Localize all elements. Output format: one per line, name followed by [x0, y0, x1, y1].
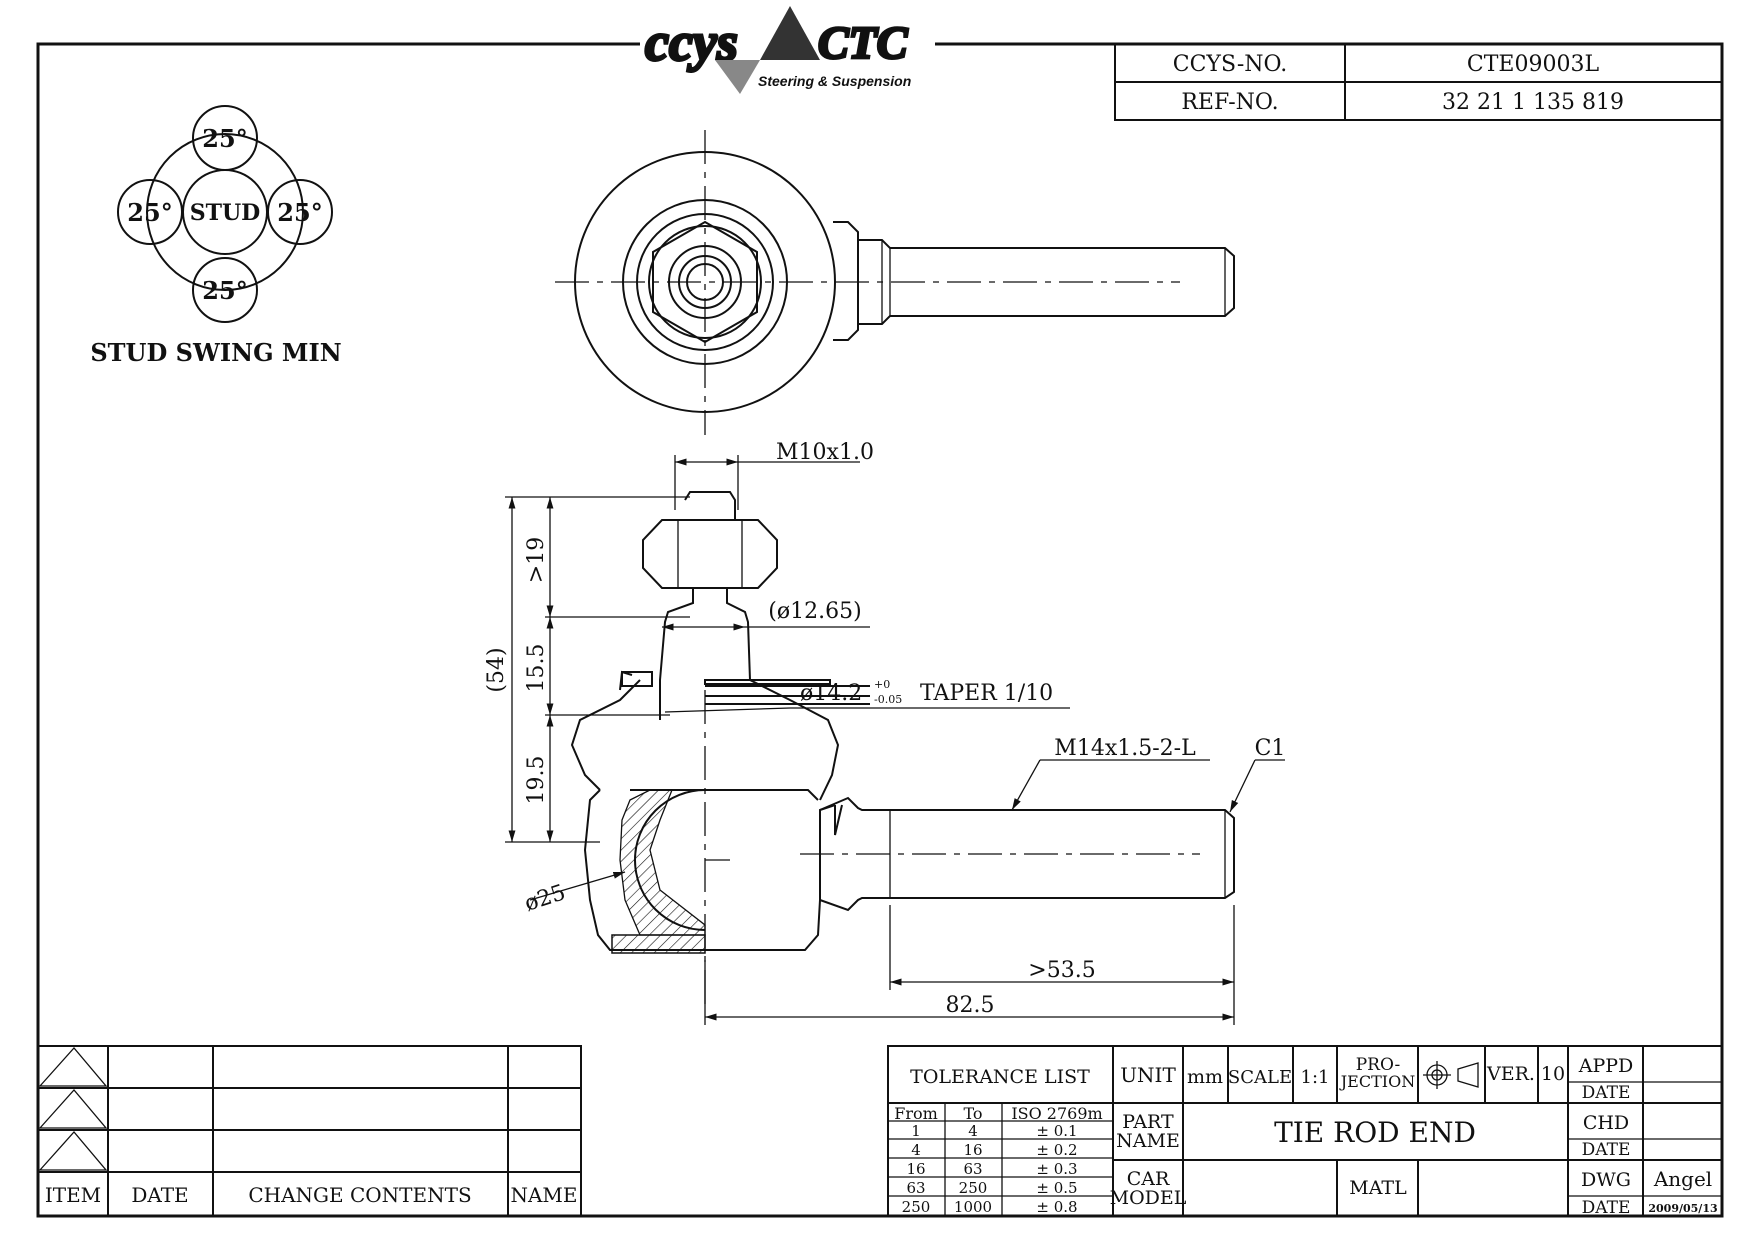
tol-cell: ± 0.5: [1036, 1179, 1077, 1197]
tol-cell: 1: [911, 1122, 921, 1140]
car-model-label-1: CAR: [1127, 1168, 1170, 1190]
appd-date-label: DATE: [1582, 1083, 1631, 1103]
revision-triangle-icon: [38, 1047, 108, 1087]
projection-symbol-icon: [1423, 1061, 1479, 1089]
swing-top: 25°: [202, 124, 247, 153]
dim-53-5: >53.5: [1028, 958, 1095, 983]
tol-cell: 250: [902, 1198, 931, 1216]
col-name: NAME: [510, 1183, 577, 1207]
col-date: DATE: [131, 1183, 188, 1207]
dim-phi1265: (ø12.65): [768, 599, 861, 624]
ccys-no-label: CCYS-NO.: [1173, 52, 1288, 77]
dim-54: (54): [484, 647, 509, 692]
projection-line-2: JECTION: [1339, 1072, 1415, 1091]
dimension-lines: [505, 455, 1285, 1025]
title-block: TOLERANCE LIST From To ISO 2769m 1 4 ± 0…: [887, 1045, 1723, 1218]
dwg-label: DWG: [1581, 1169, 1631, 1191]
dim-m14: M14x1.5-2-L: [1054, 736, 1196, 761]
matl-label: MATL: [1349, 1177, 1407, 1199]
tol-cell: 250: [959, 1179, 988, 1197]
tol-cell: 63: [963, 1160, 982, 1178]
dim-taper-tol-up: +0: [874, 678, 890, 691]
top-view: [555, 130, 1235, 435]
tol-cell: ± 0.8: [1036, 1198, 1077, 1216]
tol-to-header: To: [963, 1104, 982, 1123]
dim-phi142: ø14.2: [800, 681, 862, 706]
tol-cell: ± 0.1: [1036, 1122, 1077, 1140]
change-table: ITEM DATE CHANGE CONTENTS NAME: [37, 1045, 582, 1217]
tol-cell: 4: [911, 1141, 921, 1159]
dim-taper-ratio: TAPER 1/10: [920, 681, 1053, 706]
dim-19-5: 19.5: [524, 756, 549, 805]
swing-bottom: 25°: [202, 276, 247, 305]
dwg-date-label: DATE: [1582, 1198, 1631, 1218]
car-model-label-2: MODEL: [1110, 1187, 1187, 1209]
part-name-label-2: NAME: [1116, 1130, 1180, 1152]
appd-label: APPD: [1578, 1055, 1634, 1077]
swing-left: 25°: [127, 198, 172, 227]
section-view: [570, 491, 1235, 1010]
logo-triangle-icon: [760, 6, 820, 60]
tol-cell: 4: [968, 1122, 978, 1140]
dim-82-5: 82.5: [946, 993, 995, 1018]
ref-no-value: 32 21 1 135 819: [1442, 90, 1624, 115]
ver-value: 10: [1541, 1063, 1565, 1085]
revision-triangle-icon: [38, 1131, 108, 1171]
logo-ctc: CTC: [818, 17, 909, 68]
tol-cell: 1000: [954, 1198, 992, 1216]
dwg-date-value: 2009/05/13: [1648, 1202, 1717, 1215]
revision-triangle-icon: [38, 1089, 108, 1129]
col-item: ITEM: [45, 1183, 101, 1207]
tolerance-title: TOLERANCE LIST: [910, 1066, 1090, 1088]
dim-c1: C1: [1255, 736, 1286, 761]
scale-value: 1:1: [1301, 1067, 1330, 1088]
dwg-value: Angel: [1653, 1167, 1712, 1191]
dimension-labels: M10x1.0 (ø12.65) ø14.2 +0 -0.05 TAPER 1/…: [484, 440, 1285, 1018]
tol-cell: 63: [906, 1179, 925, 1197]
company-logo: ccys CTC Steering & Suspension: [644, 6, 911, 94]
dim-19: >19: [524, 537, 549, 583]
logo-tagline: Steering & Suspension: [758, 73, 911, 89]
projection-line-1: PRO-: [1356, 1055, 1401, 1075]
ref-no-label: REF-NO.: [1181, 90, 1278, 115]
tol-from-header: From: [894, 1104, 938, 1123]
tol-cell: 16: [963, 1141, 982, 1159]
tol-cell: ± 0.2: [1036, 1141, 1077, 1159]
ver-label: VER.: [1486, 1063, 1535, 1085]
ccys-no-value: CTE09003L: [1467, 52, 1600, 77]
dim-15-5: 15.5: [524, 644, 549, 693]
col-change-contents: CHANGE CONTENTS: [248, 1183, 471, 1207]
scale-label: SCALE: [1228, 1067, 1292, 1088]
logo-down-triangle-icon: [715, 60, 760, 94]
swing-caption: STUD SWING MIN: [90, 338, 341, 367]
tol-cell: ± 0.3: [1036, 1160, 1077, 1178]
dim-phi25: ø25: [522, 880, 569, 917]
stud-swing-diagram: 25° 25° 25° 25° STUD STUD SWING MIN: [90, 105, 342, 367]
dim-taper-tol-dn: -0.05: [874, 693, 902, 706]
tol-cell: 16: [906, 1160, 925, 1178]
dim-m10: M10x1.0: [776, 440, 874, 465]
part-name-value: TIE ROD END: [1274, 1116, 1476, 1149]
chd-date-label: DATE: [1582, 1140, 1631, 1160]
swing-right: 25°: [277, 198, 322, 227]
chd-label: CHD: [1583, 1112, 1629, 1134]
unit-label: UNIT: [1120, 1063, 1176, 1087]
header-table: CCYS-NO. CTE09003L REF-NO. 32 21 1 135 8…: [1114, 43, 1723, 121]
swing-center: STUD: [190, 200, 261, 226]
unit-value: mm: [1187, 1066, 1223, 1088]
tol-iso-header: ISO 2769m: [1011, 1104, 1102, 1123]
logo-ccys: ccys: [645, 12, 738, 72]
part-name-label-1: PART: [1122, 1111, 1174, 1133]
